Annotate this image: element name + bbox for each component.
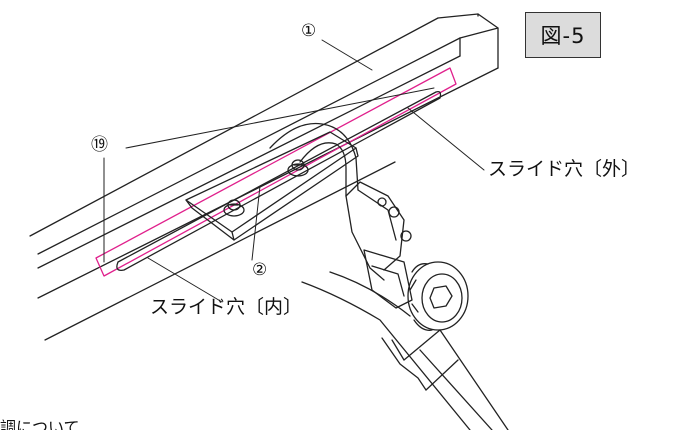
callout-slide-hole-inner: スライド穴〔内〕 [150, 296, 303, 318]
cropped-caption-text: 調について [0, 418, 80, 430]
figure-label: 図-5 [525, 12, 601, 58]
callout-part-19: ⑲ [91, 135, 108, 155]
pole [301, 271, 509, 430]
callout-part-2: ② [252, 260, 268, 280]
slot-highlight [95, 67, 457, 277]
arm [269, 122, 469, 331]
callout-slide-hole-outer: スライド穴〔外〕 [488, 158, 641, 180]
callout-part-1: ① [301, 21, 317, 41]
rail [29, 13, 499, 299]
leader-lines [103, 39, 485, 303]
knob [407, 261, 469, 331]
slide-slot [116, 90, 442, 271]
bracket-plate [185, 131, 359, 241]
